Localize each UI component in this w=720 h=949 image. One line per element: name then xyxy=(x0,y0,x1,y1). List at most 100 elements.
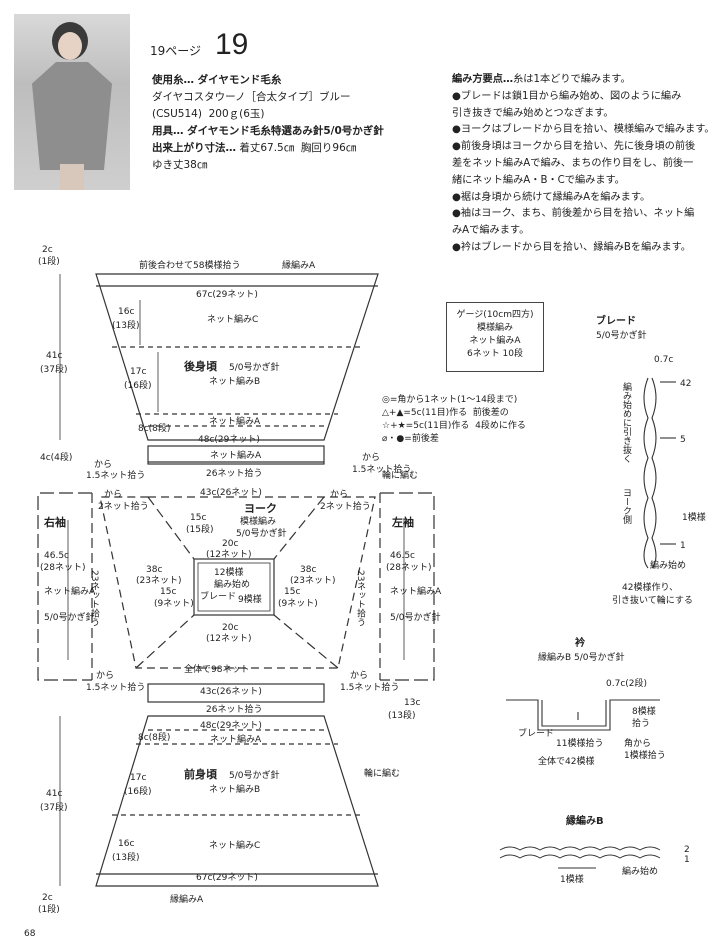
pick15-left-bottom: 1.5ネット拾う xyxy=(340,681,399,693)
braid-42: 42 xyxy=(680,379,691,389)
yoke-12net-bottom: (12ネット) xyxy=(206,633,251,644)
points-line-4: ●前後身頃はヨークから目を拾い、先に後身頃の前後 xyxy=(452,141,696,153)
yoke-12net-top: (12ネット) xyxy=(206,549,251,560)
yoke-9net-right: (9ネット) xyxy=(278,598,318,609)
left-sleeve-46c: 46.5c xyxy=(390,551,415,561)
collar-title: 衿 xyxy=(575,636,585,649)
yoke-15c-right: 15c xyxy=(284,587,300,597)
edging-b-one-rep: 1模様 xyxy=(560,873,584,885)
tri-from-left: から xyxy=(362,452,380,463)
braid-bottom-2: 引き抜いて輪にする xyxy=(612,594,693,606)
collar-07c: 0.7c(2段) xyxy=(606,677,647,689)
points-line-5: 差をネット編みAで編み、まちの作り目をし、前後一 xyxy=(452,157,694,169)
size-value: 着丈67.5㎝ 胸回り96㎝ xyxy=(239,142,357,154)
back-net-c: ネット編みC xyxy=(207,313,258,325)
collar-1-pattern: 1模様拾う xyxy=(624,749,666,761)
yoke-hook: 5/0号かぎ針 xyxy=(236,527,287,539)
yoke-23net-right: (23ネット) xyxy=(290,575,335,586)
top-hem-label: 前後合わせて58模様拾う xyxy=(139,259,240,271)
left-sleeve-pick23: 23ネット拾う xyxy=(355,570,366,626)
dim-41c-top: 41c xyxy=(46,351,62,361)
points-line-2: 引き抜きで編み始めとつなぎます。 xyxy=(452,107,614,119)
materials-block: 使用糸… ダイヤモンド毛糸ダイヤコスタウーノ［合太タイプ］ブルー(CSU514)… xyxy=(152,72,384,174)
yoke-38c-left: 38c xyxy=(146,565,162,575)
right-sleeve-46c: 46.5c xyxy=(44,551,69,561)
from-left-bottom: から xyxy=(350,670,368,681)
legend-line-4: ⌀・●=前後差 xyxy=(382,434,439,444)
dim-16c-top: 16c xyxy=(118,307,134,317)
circular-top: 輪に編む xyxy=(382,469,418,481)
right-sleeve-pick23: 23ネット拾う xyxy=(89,570,100,626)
braid-title: ブレード xyxy=(596,314,636,327)
from-left-2: から xyxy=(330,489,348,500)
width-43-bottom: 43c(26ネット) xyxy=(200,686,262,697)
points-line-1: ●ブレードは鎖1目から編み始め、図のように編み xyxy=(452,90,682,102)
page-number: 68 xyxy=(24,929,36,939)
dim-13rows-side: (13段) xyxy=(388,709,415,721)
pick-26-top: 26ネット拾う xyxy=(206,467,262,479)
yoke-15rows: (15段) xyxy=(186,523,213,535)
dim-41c-bottom: 41c xyxy=(46,789,62,799)
points-line-0: 糸は1本どりで編みます。 xyxy=(513,74,631,85)
yoke-20c-top: 20c xyxy=(222,539,238,549)
right-sleeve-title: 右袖 xyxy=(43,515,66,529)
dim-37rows-bottom: (37段) xyxy=(40,801,67,813)
dim-13rows-top: (13段) xyxy=(112,319,139,331)
braid-one-rep: 1模様 xyxy=(682,511,706,523)
width-48-bottom: 48c(29ネット) xyxy=(200,720,262,731)
right-sleeve-hook: 5/0号かぎ針 xyxy=(44,611,95,623)
edging-b-row1: 1 xyxy=(684,855,690,865)
points-line-8: ●袖はヨーク、まち、前後差から目を拾い、ネット編 xyxy=(452,208,695,220)
circular-bottom: 輪に編む xyxy=(364,767,400,779)
pick15-left-top: 1.5ネット拾う xyxy=(352,463,411,475)
pattern-number: 19 xyxy=(215,28,249,61)
yoke-9patterns: 9模様 xyxy=(238,593,262,605)
collar-braid: ブレード xyxy=(518,727,554,739)
yoke-15c: 15c xyxy=(190,513,206,523)
yarn-code: (CSU514) 200ｇ(6玉) xyxy=(152,108,265,120)
points-line-9: みAで編みます。 xyxy=(452,225,530,237)
yoke-start: 編み始め xyxy=(214,578,250,590)
back-panel-net-a: ネット編みA xyxy=(210,449,262,461)
gauge-line-2: ネット編みA xyxy=(469,336,521,346)
front-panel-outline xyxy=(147,683,325,703)
points-line-3: ●ヨークはブレードから目を拾い、模様編みで編みます。 xyxy=(452,124,715,136)
dim-1row-top: (1段) xyxy=(38,255,60,267)
model-photo xyxy=(14,14,130,190)
front-width-67: 67c(29ネット) xyxy=(196,872,258,883)
dim-17c-top: 17c xyxy=(130,367,146,377)
back-body-outline xyxy=(95,273,379,441)
front-body-title: 前身頃 xyxy=(184,767,218,781)
yoke-20c-bottom: 20c xyxy=(222,623,238,633)
edging-a-bottom: 縁編みA xyxy=(170,893,204,905)
from-right-bottom: から xyxy=(96,670,114,681)
braid-hook: 5/0号かぎ針 xyxy=(596,329,647,341)
dim-13c: 13c xyxy=(404,698,420,708)
back-net-b: ネット編みB xyxy=(209,375,260,387)
back-hook: 5/0号かぎ針 xyxy=(229,361,280,373)
yoke-12-patterns: 12模様 xyxy=(214,566,243,578)
collar-11-patterns: 11模様拾う xyxy=(556,737,603,749)
gauge-line-3: 6ネット 10段 xyxy=(466,349,524,359)
yoke-9net-left: (9ネット) xyxy=(154,598,194,609)
braid-start: 編み始め xyxy=(650,559,686,571)
edging-a-top: 縁編みA xyxy=(282,259,316,271)
edging-b-detail: 縁編みB 2 1 1模様 編み始め xyxy=(499,814,690,885)
dim-2c-top: 2c xyxy=(42,245,53,255)
collar-pick: 拾う xyxy=(632,717,650,729)
back-net-a: ネット編みA xyxy=(209,415,261,427)
pick15-right-top: 1.5ネット拾う xyxy=(86,469,145,481)
braid-bottom-1: 42模様作り、 xyxy=(622,581,678,593)
gauge-box: ゲージ(10cm四方) 模様編み ネット編みA 6ネット 10段 xyxy=(446,302,544,372)
legend-line-1: ◎=角から1ネット(1〜14段まで) xyxy=(382,395,518,405)
front-net-a: ネット編みA xyxy=(210,733,262,745)
pick2-left: 2ネット拾う xyxy=(320,500,371,512)
left-sleeve-28net: (28ネット) xyxy=(386,562,431,573)
yarn-name: ダイヤコスタウーノ［合太タイプ］ブルー xyxy=(152,91,351,103)
yoke-braid: ブレード xyxy=(200,590,236,602)
legend-line-2: △+▲=5c(11目)作る 前後差の xyxy=(382,408,509,418)
gauge-title: ゲージ(10cm四方) xyxy=(456,310,534,320)
star-from-right: から xyxy=(94,459,112,470)
page-reference: 19ページ xyxy=(150,44,202,58)
